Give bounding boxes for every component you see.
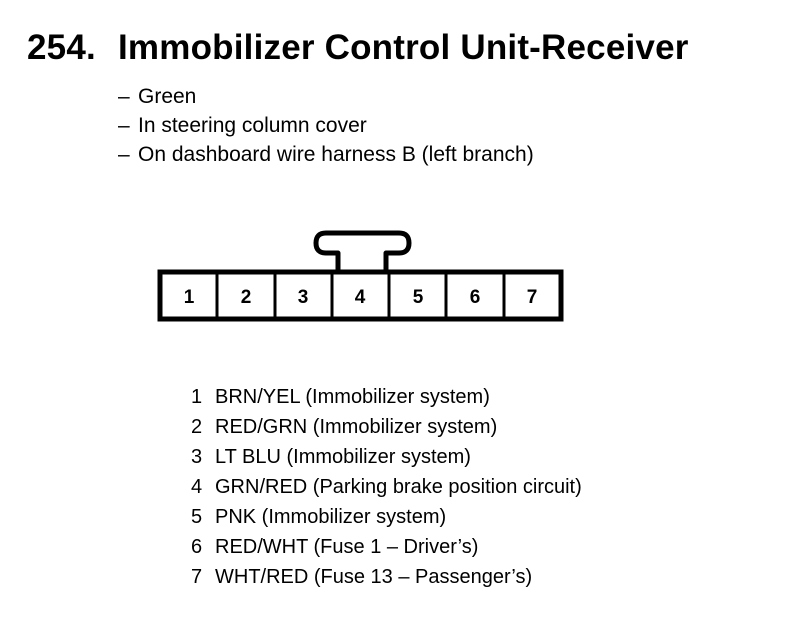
- pin-legend-item: 1 BRN/YEL (Immobilizer system): [191, 382, 582, 412]
- note-text: On dashboard wire harness B (left branch…: [138, 143, 534, 166]
- pin-number: 5: [191, 506, 203, 528]
- pin-number: 7: [191, 566, 203, 588]
- pin-number: 2: [191, 416, 203, 438]
- note-item: –In steering column cover: [118, 111, 534, 140]
- terminal-label: 6: [470, 287, 481, 308]
- pin-number: 1: [191, 386, 203, 408]
- note-dash: –: [118, 114, 130, 137]
- pin-description: LT BLU (Immobilizer system): [215, 446, 471, 468]
- component-notes: –Green –In steering column cover –On das…: [118, 82, 534, 169]
- pin-number: 4: [191, 476, 203, 498]
- pin-description: PNK (Immobilizer system): [215, 506, 447, 528]
- note-text: Green: [138, 85, 197, 108]
- pin-legend-item: 5 PNK (Immobilizer system): [191, 502, 582, 532]
- note-item: –Green: [118, 82, 534, 111]
- page-title: 254. Immobilizer Control Unit-Receiver: [27, 28, 689, 68]
- pin-legend: 1 BRN/YEL (Immobilizer system) 2 RED/GRN (…: [191, 382, 582, 592]
- pin-legend-item: 4 GRN/RED (Parking brake position circuit…: [191, 472, 582, 502]
- pin-legend-item: 7 WHT/RED (Fuse 13 – Passenger’s): [191, 562, 582, 592]
- terminal-label: 3: [298, 287, 309, 308]
- connector-housing: [157, 269, 564, 322]
- component-number: 254.: [27, 28, 96, 67]
- pin-number: 3: [191, 446, 203, 468]
- pin-legend-item: 2 RED/GRN (Immobilizer system): [191, 412, 582, 442]
- pin-description: BRN/YEL (Immobilizer system): [215, 386, 490, 408]
- pin-legend-item: 3 LT BLU (Immobilizer system): [191, 442, 582, 472]
- terminal-label: 7: [527, 287, 538, 308]
- terminal-label: 2: [241, 287, 252, 308]
- pin-number: 6: [191, 536, 203, 558]
- connector-locking-tab: [313, 230, 412, 271]
- note-text: In steering column cover: [138, 114, 367, 137]
- component-title: Immobilizer Control Unit-Receiver: [118, 28, 689, 67]
- note-item: –On dashboard wire harness B (left branc…: [118, 140, 534, 169]
- pin-legend-item: 6 RED/WHT (Fuse 1 – Driver’s): [191, 532, 582, 562]
- note-dash: –: [118, 143, 130, 166]
- terminal-label: 4: [355, 287, 366, 308]
- pin-description: RED/GRN (Immobilizer system): [215, 416, 498, 438]
- pin-description: WHT/RED (Fuse 13 – Passenger’s): [215, 566, 533, 588]
- note-dash: –: [118, 85, 130, 108]
- terminal-label: 5: [413, 287, 424, 308]
- pin-description: RED/WHT (Fuse 1 – Driver’s): [215, 536, 479, 558]
- pin-description: GRN/RED (Parking brake position circuit): [215, 476, 582, 498]
- terminal-label: 1: [184, 287, 195, 308]
